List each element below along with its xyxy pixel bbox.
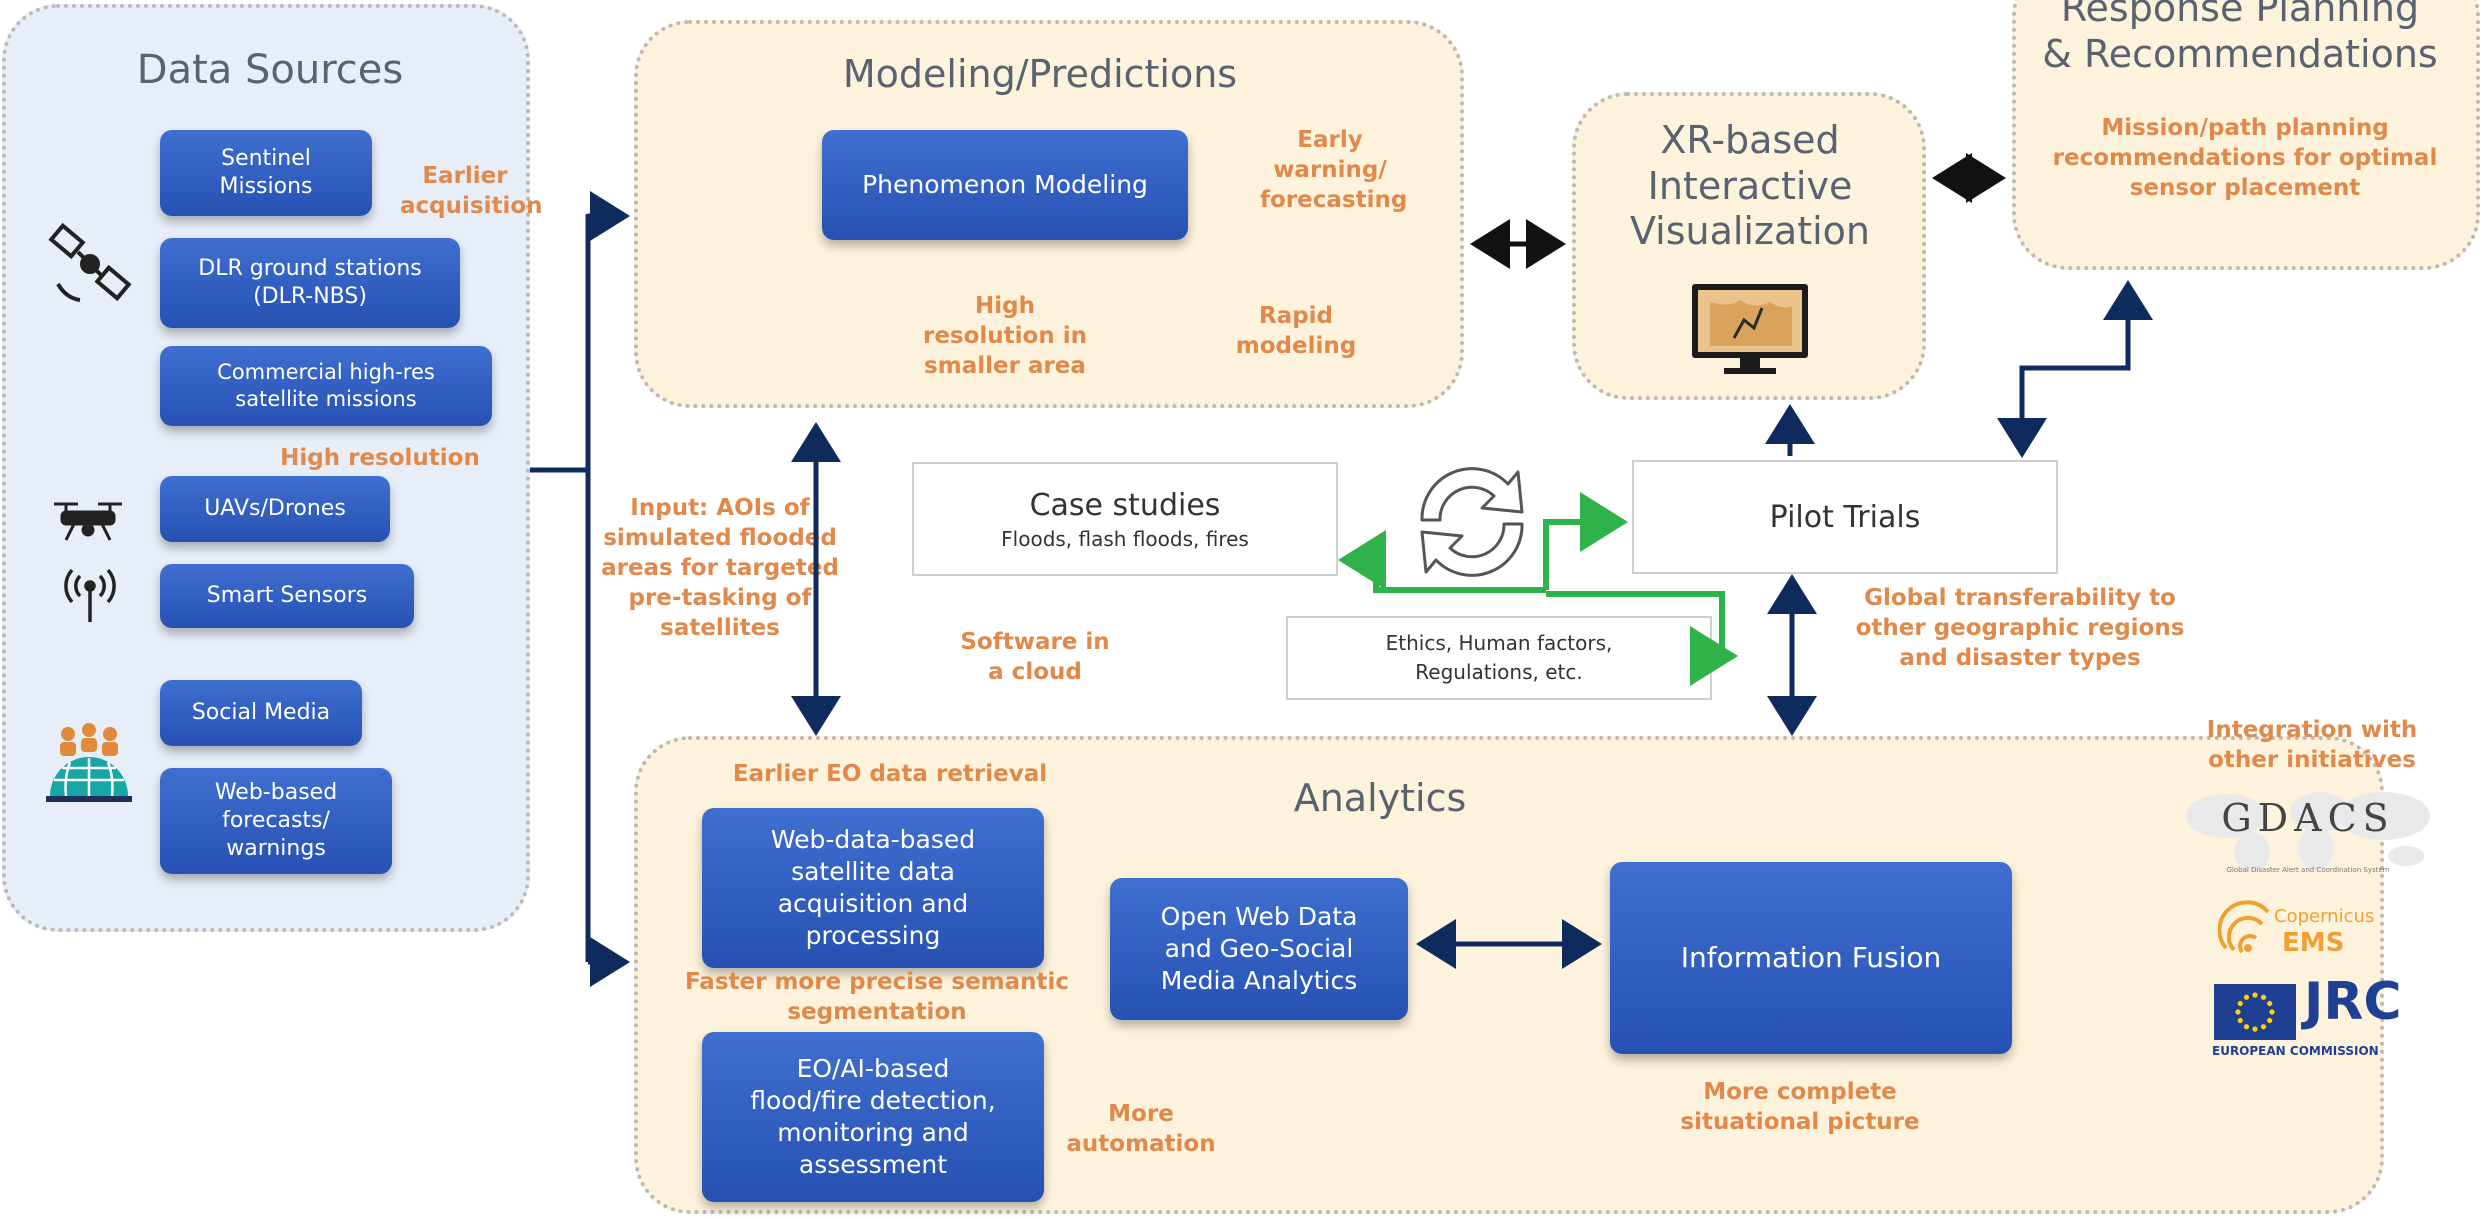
note-more-automation: More automation	[1066, 1101, 1216, 1157]
note-mission-planning: Mission/path planning recommendations fo…	[2052, 115, 2438, 201]
note-complete-picture: More complete situational picture	[1680, 1079, 1920, 1135]
source-uavs-drones[interactable]: UAVs/Drones	[160, 476, 390, 542]
note-faster-segmentation: Faster more precise semantic segmentatio…	[684, 969, 1070, 1025]
note-earlier-acquisition: Earlier acquisition	[400, 163, 543, 219]
source-sentinel[interactable]: Sentinel Missions	[160, 130, 372, 216]
eu-star	[2237, 1017, 2243, 1024]
open-web-data-box[interactable]: Open Web Data and Geo-Social Media Analy…	[1110, 878, 1408, 1020]
eu-star	[2235, 1009, 2241, 1015]
case-studies-subtitle: Floods, flash floods, fires	[1001, 526, 1249, 551]
ethics-box[interactable]: Ethics, Human factors, Regulations, etc.	[1286, 616, 1712, 700]
note-high-resolution: High resolution	[280, 445, 480, 471]
phenomenon-modeling-box[interactable]: Phenomenon Modeling	[822, 130, 1188, 240]
web-data-satellite-box[interactable]: Web-data-based satellite data acquisitio…	[702, 808, 1044, 968]
eu-star	[2267, 1000, 2273, 1007]
globe-people-icon	[46, 723, 132, 802]
monitor-map-icon	[1692, 284, 1808, 374]
eo-ai-detection-box[interactable]: EO/AI-based flood/fire detection, monito…	[702, 1032, 1044, 1202]
source-commercial-satellites[interactable]: Commercial high-res satellite missions	[160, 346, 492, 426]
source-social-media[interactable]: Social Media	[160, 680, 362, 746]
note-input-aois: Input: AOIs of simulated flooded areas f…	[601, 495, 839, 641]
gdacs-logo: GDACS	[2221, 796, 2395, 840]
response-title: Response Planning & Recommendations	[2042, 0, 2438, 76]
source-dlr-ground-stations[interactable]: DLR ground stations (DLR-NBS)	[160, 238, 460, 328]
analytics-title: Analytics	[1293, 776, 1467, 820]
eu-star	[2260, 994, 2267, 1000]
note-software-cloud: Software in a cloud	[960, 629, 1110, 685]
xr-panel	[1572, 92, 1926, 400]
note-rapid-modeling: Rapid modeling	[1235, 303, 1357, 359]
case-studies-title: Case studies	[1029, 487, 1221, 523]
european-commission-text: EUROPEAN COMMISSION	[2212, 1044, 2379, 1058]
eu-star	[2267, 1017, 2273, 1024]
note-high-res-smaller-area: High resolution in smaller area	[922, 293, 1087, 379]
source-smart-sensors[interactable]: Smart Sensors	[160, 564, 414, 628]
refresh-cycle-icon	[1420, 467, 1524, 577]
jrc-text: JRC	[2304, 972, 2402, 1032]
copernicus-ems-icon	[2218, 900, 2270, 954]
gdacs-subtitle: Global Disaster Alert and Coordination S…	[2226, 866, 2390, 874]
eu-star	[2243, 994, 2250, 1000]
drone-icon	[54, 502, 122, 541]
world-map-watermark	[2186, 792, 2430, 872]
case-studies-box[interactable]: Case studies Floods, flash floods, fires	[912, 462, 1338, 576]
information-fusion-box[interactable]: Information Fusion	[1610, 862, 2012, 1054]
data-sources-title: Data Sources	[136, 47, 404, 93]
eu-star	[2252, 992, 2258, 998]
modeling-title: Modeling/Predictions	[842, 52, 1238, 96]
eu-star	[2252, 1026, 2258, 1032]
copernicus-text: Copernicus	[2274, 906, 2375, 927]
eu-star	[2260, 1024, 2267, 1030]
eu-star	[2243, 1024, 2250, 1030]
pilot-trials-title: Pilot Trials	[1769, 499, 1921, 535]
note-early-warning: Early warning/ forecasting	[1260, 127, 1408, 213]
ems-text: EMS	[2282, 928, 2345, 958]
eu-star	[2269, 1009, 2275, 1015]
source-web-forecasts[interactable]: Web-based forecasts/ warnings	[160, 768, 392, 874]
xr-title: XR-based Interactive Visualization	[1629, 118, 1871, 254]
eu-star	[2237, 1000, 2243, 1007]
ethics-text: Ethics, Human factors, Regulations, etc.	[1385, 631, 1613, 684]
pilot-trials-box[interactable]: Pilot Trials	[1632, 460, 2058, 574]
satellite-icon	[48, 222, 132, 302]
note-global-transferability: Global transferability to other geograph…	[1855, 585, 2185, 671]
antenna-icon	[64, 568, 116, 622]
response-panel	[2012, 0, 2480, 270]
note-integration: Integration with other initiatives	[2206, 717, 2418, 773]
eu-flag-icon	[2214, 984, 2296, 1040]
note-earlier-eo-retrieval: Earlier EO data retrieval	[732, 761, 1048, 787]
